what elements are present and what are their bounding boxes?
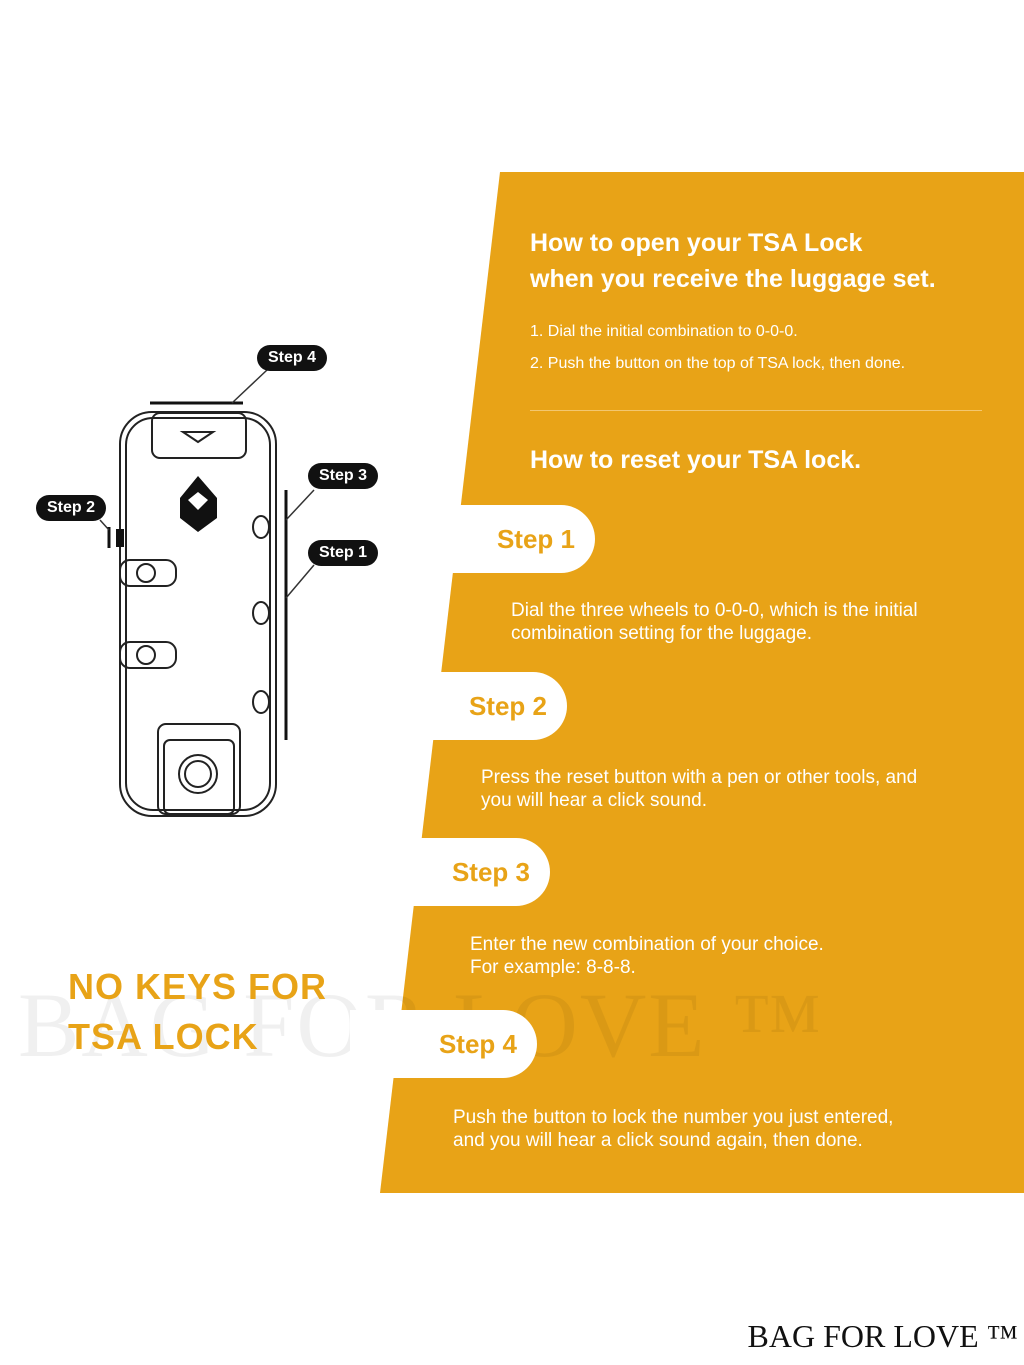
- open-title-line2: when you receive the luggage set.: [530, 265, 936, 293]
- brand-logo: BAG FOR LOVE ™: [747, 1318, 1018, 1354]
- step-1-text: Dial the three wheels to 0-0-0, which is…: [511, 599, 918, 645]
- tsa-lock-diagram: [99, 369, 315, 817]
- step-3-line1: Enter the new combination of your choice…: [470, 934, 824, 955]
- step-1-line2: combination setting for the luggage.: [511, 623, 813, 644]
- step-1-line1: Dial the three wheels to 0-0-0, which is…: [511, 600, 918, 621]
- open-item-1: 1. Dial the initial combination to 0-0-0…: [530, 323, 798, 340]
- callout-step-3: Step 3: [308, 463, 379, 489]
- open-item-2: 2. Push the button on the top of TSA loc…: [530, 355, 906, 372]
- step-4-pill: Step 4: [350, 1010, 537, 1078]
- headline-line1: NO KEYS FOR: [68, 966, 328, 1007]
- open-title-line1: How to open your TSA Lock: [530, 229, 863, 257]
- no-keys-headline: NO KEYS FOR TSA LOCK: [68, 962, 327, 1062]
- step-3-line2: For example: 8-8-8.: [470, 957, 636, 978]
- divider: [530, 410, 982, 411]
- reset-title: How to reset your TSA lock.: [530, 446, 862, 474]
- step-3-text: Enter the new combination of your choice…: [470, 933, 824, 979]
- step-4-line2: and you will hear a click sound again, t…: [453, 1130, 863, 1151]
- step-4-line1: Push the button to lock the number you j…: [453, 1107, 894, 1128]
- callout-step-1: Step 1: [308, 540, 379, 566]
- step-2-text: Press the reset button with a pen or oth…: [481, 766, 917, 812]
- step-2-line2: you will hear a click sound.: [481, 790, 707, 811]
- step-2-line1: Press the reset button with a pen or oth…: [481, 767, 918, 788]
- step-1-pill: Step 1: [380, 505, 595, 573]
- headline-line2: TSA LOCK: [68, 1016, 259, 1057]
- step-4-text: Push the button to lock the number you j…: [453, 1106, 893, 1152]
- step-2-pill: Step 2: [370, 672, 567, 740]
- callout-step-4: Step 4: [257, 345, 328, 371]
- step-3-pill: Step 3: [360, 838, 550, 906]
- callout-step-2: Step 2: [36, 495, 107, 521]
